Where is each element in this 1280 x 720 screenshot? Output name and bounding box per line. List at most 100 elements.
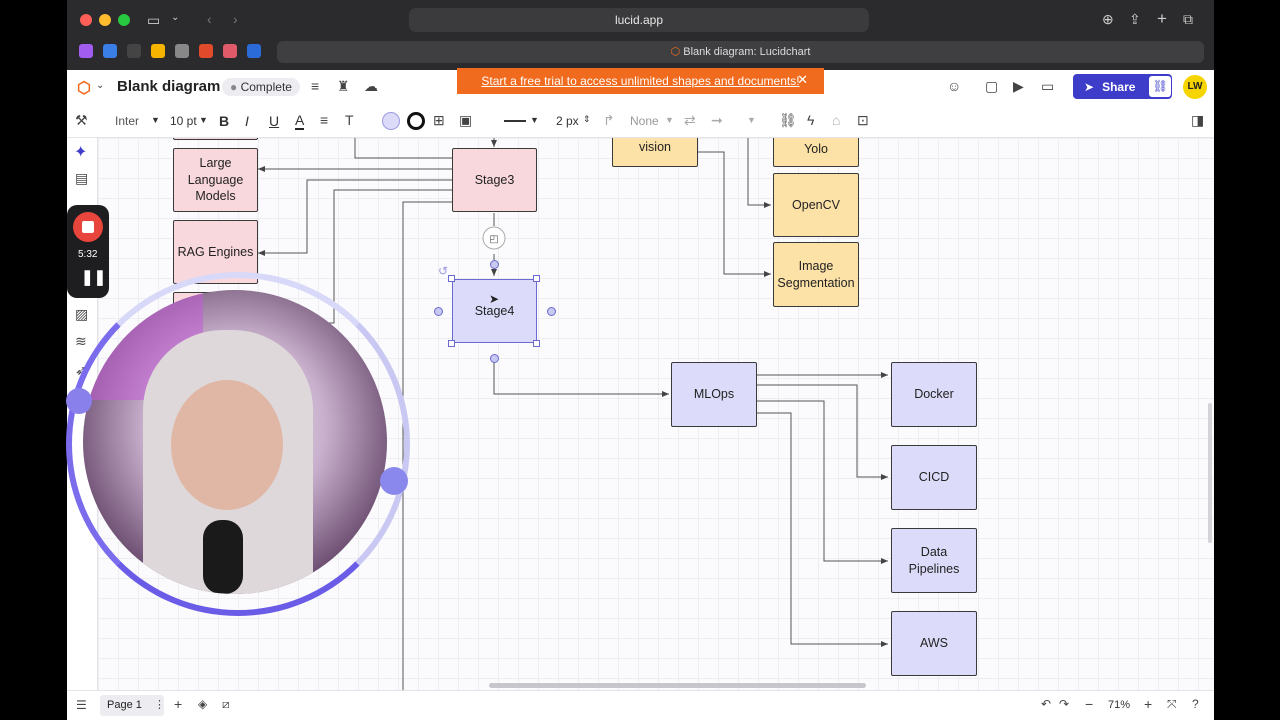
shape-cicd[interactable]: CICD — [891, 445, 977, 510]
address-bar[interactable]: lucid.app — [409, 8, 869, 32]
connection-point[interactable] — [490, 354, 499, 363]
page-list-icon[interactable]: ☰ — [76, 698, 87, 712]
zoom-window-button[interactable] — [118, 14, 130, 26]
shape-aws[interactable]: AWS — [891, 611, 977, 676]
document-title[interactable]: Blank diagram — [117, 78, 221, 95]
connector[interactable] — [757, 400, 888, 564]
close-icon[interactable]: ✕ — [797, 72, 808, 87]
italic-icon[interactable]: I — [245, 113, 249, 129]
arrow-end-icon[interactable]: ➞ — [711, 112, 723, 128]
font-family-select[interactable]: Inter — [115, 114, 140, 128]
favorite-icon[interactable] — [175, 44, 189, 58]
link-icon[interactable]: ⛓ — [779, 112, 797, 128]
pause-icon[interactable]: ❚❚ — [81, 269, 107, 286]
connector[interactable] — [354, 138, 452, 159]
trial-banner-link[interactable]: Start a free trial to access unlimited s… — [481, 74, 800, 88]
page-tab[interactable]: Page 1 ⋮ — [100, 695, 165, 716]
action-icon[interactable]: ϟ — [807, 112, 815, 128]
copy-link-icon[interactable]: ⛓ — [1149, 76, 1172, 97]
vertical-scrollbar[interactable] — [1208, 403, 1212, 543]
minimize-window-button[interactable] — [99, 14, 111, 26]
zoom-in-icon[interactable]: + — [1144, 696, 1153, 712]
shape-stage3[interactable]: Stage3 — [452, 148, 537, 212]
templates-icon[interactable]: ▤ — [75, 170, 89, 186]
stepper-icon[interactable]: ⇕ — [583, 114, 591, 124]
cloud-sync-icon[interactable]: ☁ — [364, 78, 378, 94]
connector[interactable] — [698, 151, 771, 277]
favorite-icon[interactable] — [223, 44, 237, 58]
forward-icon[interactable]: › — [233, 11, 238, 27]
connector[interactable] — [493, 360, 669, 397]
favorite-icon[interactable] — [199, 44, 213, 58]
chevron-down-icon[interactable]: ▼ — [747, 115, 756, 125]
connector[interactable] — [757, 412, 888, 647]
shape-image-segmentation[interactable]: Image Segmentation — [773, 242, 859, 307]
font-size-select[interactable]: 10 pt — [170, 114, 197, 128]
layer-icon[interactable]: ⌂ — [832, 112, 841, 128]
lock-icon[interactable]: ⊡ — [857, 112, 869, 128]
format-painter-icon[interactable]: ⚒ — [75, 112, 88, 128]
line-width-select[interactable]: 2 px — [556, 114, 579, 128]
stop-record-button[interactable] — [73, 212, 103, 242]
avatar[interactable]: LW — [1183, 75, 1207, 99]
chevron-down-icon[interactable]: ▼ — [199, 115, 208, 125]
chevron-down-icon[interactable]: ▼ — [530, 115, 539, 125]
active-tab[interactable]: ⬡ Blank diagram: Lucidchart — [277, 41, 1204, 63]
resize-handle[interactable] — [448, 340, 455, 347]
tab-overview-icon[interactable]: ⧉ — [1183, 11, 1193, 27]
more-options-icon[interactable]: ⋮ — [154, 699, 165, 711]
close-window-button[interactable] — [80, 14, 92, 26]
shape-vision[interactable]: vision — [612, 138, 698, 167]
connection-point[interactable] — [490, 260, 499, 269]
favorite-icon[interactable] — [103, 44, 117, 58]
share-icon[interactable]: ⇪ — [1129, 11, 1141, 27]
new-tab-icon[interactable]: + — [1157, 9, 1167, 28]
favorite-icon[interactable] — [79, 44, 93, 58]
shape-docker[interactable]: Docker — [891, 362, 977, 427]
chevron-down-icon[interactable]: ▼ — [151, 115, 160, 125]
share-button[interactable]: ➤ Share ⛓ — [1073, 74, 1172, 99]
sidebar-toggle-icon[interactable]: ▭ — [147, 12, 161, 28]
zoom-out-icon[interactable]: − — [1085, 696, 1094, 712]
connector[interactable] — [402, 201, 452, 690]
favorite-icon[interactable] — [247, 44, 261, 58]
connection-point[interactable] — [547, 307, 556, 316]
layers-icon[interactable]: ◈ — [198, 697, 208, 711]
add-page-icon[interactable]: + — [174, 696, 183, 712]
menu-icon[interactable]: ≡ — [311, 78, 320, 94]
arrow-start-select[interactable]: None — [630, 114, 659, 128]
comments-icon[interactable]: ▢ — [985, 78, 999, 94]
ai-sparkle-icon[interactable]: ✦ — [74, 144, 88, 161]
chevron-down-icon[interactable]: ⌄ — [171, 12, 180, 23]
resize-handle[interactable] — [448, 275, 455, 282]
line-color-icon[interactable] — [407, 112, 425, 130]
shape-mlops[interactable]: MLOps — [671, 362, 757, 427]
page-settings-icon[interactable]: ⧄ — [222, 697, 230, 711]
fill-color-icon[interactable] — [382, 112, 400, 130]
line-style-icon[interactable] — [504, 120, 526, 122]
shape-stage4[interactable]: Stage4 — [452, 279, 537, 343]
video-call-icon[interactable]: ▭ — [1041, 78, 1055, 94]
chevron-down-icon[interactable]: ⌄ — [96, 80, 105, 91]
connector[interactable] — [258, 179, 452, 256]
shape-options-icon[interactable]: ⊞ — [433, 112, 445, 128]
quick-shape-icon[interactable] — [482, 226, 506, 250]
back-icon[interactable]: ‹ — [207, 11, 212, 27]
chevron-down-icon[interactable]: ▼ — [665, 115, 674, 125]
collaborators-icon[interactable]: ☺ — [947, 78, 962, 94]
swap-arrows-icon[interactable]: ⇄ — [684, 112, 696, 128]
shape-data-pipelines[interactable]: Data Pipelines — [891, 528, 977, 593]
connector[interactable] — [747, 138, 771, 208]
resize-handle[interactable] — [533, 340, 540, 347]
text-options-icon[interactable]: T — [345, 112, 354, 128]
bold-icon[interactable]: B — [219, 113, 230, 129]
horizontal-scrollbar[interactable] — [489, 683, 866, 688]
download-icon[interactable]: ⊕ — [1102, 11, 1114, 27]
rocket-icon[interactable]: ➶ — [75, 362, 87, 378]
image-icon[interactable]: ▣ — [459, 112, 473, 128]
present-icon[interactable]: ▶ — [1013, 78, 1024, 94]
shape-yolo[interactable]: Yolo — [773, 138, 859, 167]
connector[interactable] — [757, 384, 888, 480]
database-icon[interactable]: ≋ — [75, 333, 87, 349]
underline-icon[interactable]: U — [269, 113, 280, 129]
